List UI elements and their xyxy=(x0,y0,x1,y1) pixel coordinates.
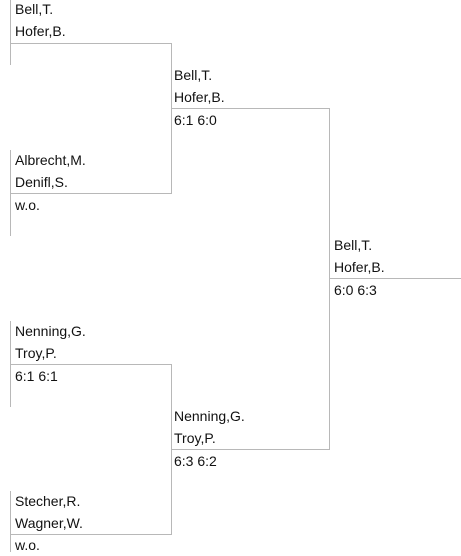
bracket-line xyxy=(11,364,172,365)
bracket-line xyxy=(171,108,330,109)
player-name: Troy,P. xyxy=(174,430,216,446)
player-name: Nenning,G. xyxy=(15,323,86,339)
player-name: Denifl,S. xyxy=(15,174,68,190)
player-name: Hofer,B. xyxy=(174,89,225,105)
bracket-line xyxy=(10,321,11,407)
bracket-line xyxy=(329,108,330,450)
player-name: Troy,P. xyxy=(15,345,57,361)
player-name: Bell,T. xyxy=(15,1,54,17)
player-name: Bell,T. xyxy=(174,67,213,83)
bracket-line xyxy=(329,278,461,279)
match-score: w.o. xyxy=(15,197,40,213)
bracket-line xyxy=(11,193,172,194)
bracket-line xyxy=(171,43,172,194)
player-name: Stecher,R. xyxy=(15,493,81,509)
bracket-line xyxy=(11,43,172,44)
bracket-line xyxy=(171,449,330,450)
player-name: Albrecht,M. xyxy=(15,152,86,168)
player-name: Wagner,W. xyxy=(15,515,83,531)
match-score: 6:1 6:0 xyxy=(174,112,217,128)
player-name: Hofer,B. xyxy=(15,23,66,39)
bracket-line xyxy=(10,491,11,552)
bracket-line xyxy=(11,534,172,535)
player-name: Bell,T. xyxy=(334,237,373,253)
match-score: 6:1 6:1 xyxy=(15,368,58,384)
match-score: 6:3 6:2 xyxy=(174,453,217,469)
match-score: w.o. xyxy=(15,537,40,553)
bracket-line xyxy=(10,0,11,65)
bracket-line xyxy=(10,150,11,236)
player-name: Hofer,B. xyxy=(334,259,385,275)
player-name: Nenning,G. xyxy=(174,408,245,424)
match-score: 6:0 6:3 xyxy=(334,282,377,298)
